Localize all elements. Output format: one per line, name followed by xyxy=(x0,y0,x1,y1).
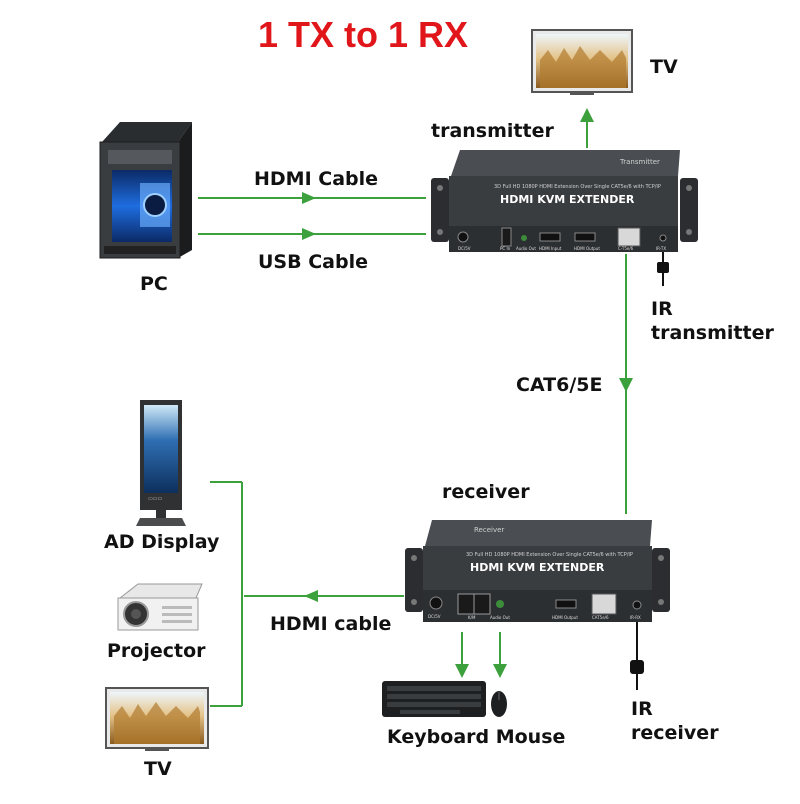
pc-label: PC xyxy=(140,273,168,295)
receiver-brand: HDMI KVM EXTENDER xyxy=(470,561,605,574)
receiver-tagline: 3D Full HD 1080P HDMI Extension Over Sin… xyxy=(466,552,633,558)
transmitter-tagline: 3D Full HD 1080P HDMI Extension Over Sin… xyxy=(494,184,661,190)
tv-top-icon xyxy=(531,29,633,95)
keyboard-mouse-label: Keyboard Mouse xyxy=(387,726,566,748)
receiver-device: Receiver 3D Full HD 1080P HDMI Extension… xyxy=(405,520,670,622)
tx-audio-port xyxy=(521,235,527,241)
rx-port-label-km: K/M xyxy=(468,615,476,620)
arrow-up-tv xyxy=(580,108,594,122)
pc-icon xyxy=(99,122,192,259)
hdmi-cable-in-label: HDMI Cable xyxy=(254,168,379,190)
cat-cable-label: CAT6/5E xyxy=(516,374,603,396)
ir-receiver-label-line1: IR xyxy=(631,698,653,720)
transmitter-badge: Transmitter xyxy=(619,158,660,166)
rx-power-port xyxy=(429,596,443,610)
rx-ir-port xyxy=(632,600,642,610)
tx-port-label-audio: Audio Out xyxy=(516,246,536,251)
tx-port-label-cat: C-T5e/6 xyxy=(618,246,634,251)
tx-port-label-ir: IR-TX xyxy=(656,246,666,251)
ir-transmitter-label-line1: IR xyxy=(651,298,673,320)
tv-bottom-icon xyxy=(105,687,209,751)
rx-port-label-audio: Audio Out xyxy=(490,615,510,620)
ir-transmitter-icon xyxy=(657,252,669,286)
tx-hdmi-input-port xyxy=(539,232,561,242)
tx-ir-port xyxy=(659,234,667,242)
projector-label: Projector xyxy=(107,640,206,662)
receiver-badge: Receiver xyxy=(474,526,504,534)
tx-port-label-dc: DC/5V xyxy=(458,246,471,251)
tv-top-label: TV xyxy=(650,56,678,78)
tx-power-port xyxy=(457,231,469,243)
transmitter-label: transmitter xyxy=(431,120,554,142)
tx-hdmi-output-port xyxy=(574,232,596,242)
transmitter-brand: HDMI KVM EXTENDER xyxy=(500,193,635,206)
rx-hdmi-output-port xyxy=(555,599,577,609)
arrow-right-hdmi xyxy=(302,192,316,204)
mouse-icon xyxy=(491,691,507,717)
svg-text:▭▭▭: ▭▭▭ xyxy=(148,496,162,502)
usb-cable-label: USB Cable xyxy=(258,251,368,273)
tx-rj45-port xyxy=(617,227,641,247)
tx-port-label-pcin: PC In xyxy=(500,246,511,251)
ad-display-label: AD Display xyxy=(104,531,220,553)
ir-transmitter-label-line2: transmitter xyxy=(651,322,774,344)
arrow-down-keyboard xyxy=(455,664,469,678)
tx-port-label-hdmi-out: HDMI Output xyxy=(574,246,600,251)
hdmi-cable-out-label: HDMI cable xyxy=(270,613,392,635)
ad-display-icon: ▭▭▭ xyxy=(136,400,186,526)
arrow-down-mouse xyxy=(493,664,507,678)
tx-port-label-hdmi-in: HDMI Input xyxy=(539,246,562,251)
receiver-label: receiver xyxy=(442,481,530,503)
transmitter-device: Transmitter 3D Full HD 1080P HDMI Extens… xyxy=(431,150,698,252)
rx-port-label-hdmi-out: HDMI Output xyxy=(552,615,578,620)
ir-receiver-icon xyxy=(630,622,644,690)
rx-port-label-dc: DC/5V xyxy=(428,614,441,619)
ir-receiver-label-line2: receiver xyxy=(631,722,719,744)
rx-port-label-ir: IR-RX xyxy=(630,615,641,620)
tv-bottom-label: TV xyxy=(144,758,172,780)
projector-icon xyxy=(117,583,203,631)
rx-rj45-port xyxy=(591,593,617,615)
tx-usb-port xyxy=(501,227,512,247)
diagram-title: 1 TX to 1 RX xyxy=(258,14,469,55)
keyboard-icon xyxy=(382,681,486,717)
arrow-down-cat xyxy=(619,378,633,392)
rx-audio-port xyxy=(496,600,504,608)
arrow-left-hdmi xyxy=(304,590,318,602)
rx-port-label-cat: CAT5e/6 xyxy=(592,615,609,620)
arrow-right-usb xyxy=(302,228,316,240)
connector-arrows xyxy=(302,108,633,678)
